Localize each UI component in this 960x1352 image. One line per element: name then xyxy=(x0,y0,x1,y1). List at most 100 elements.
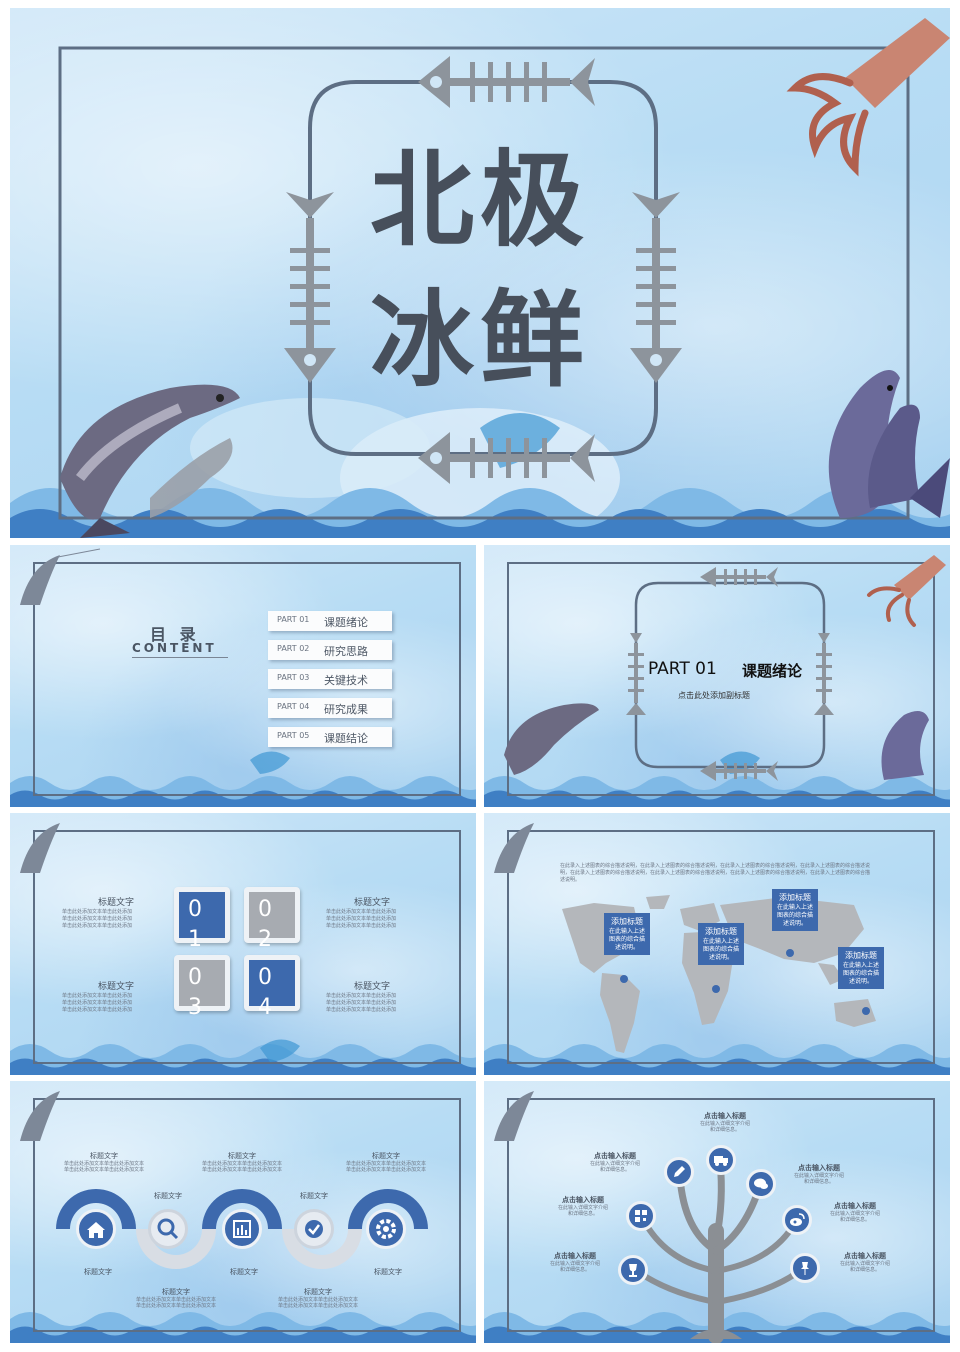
chat-icon xyxy=(746,1169,776,1199)
qr-code-icon xyxy=(626,1201,656,1231)
process-bottom-title: 标题文字 xyxy=(162,1288,190,1296)
process-bottom-title: 标题文字 xyxy=(304,1288,332,1296)
tree-node-title: 点击输入标题 xyxy=(562,1196,604,1204)
bubble-text: 在此输入上述 图表的综合描 述说明。 xyxy=(842,962,879,985)
toc-slide[interactable]: 目 录 CONTENT PART 01 课题绪论 PART 02 研究思路 PA… xyxy=(10,545,476,807)
map-slide[interactable]: 在此录入上述图表的综合描述说明，在此录入上述图表的综合描述说明，在此录入上述图表… xyxy=(484,813,950,1075)
grid-label-title: 标题文字 xyxy=(353,898,390,908)
tree-node-title: 点击输入标题 xyxy=(594,1152,636,1160)
section-decoration xyxy=(484,555,950,807)
bar-chart-icon xyxy=(222,1209,262,1249)
grid-tile-04[interactable]: 0 4 xyxy=(244,955,300,1020)
cover-slide[interactable]: 北极 冰鲜 xyxy=(10,8,950,538)
grid-decoration xyxy=(10,823,476,1075)
process-mid-title: 标题文字 xyxy=(154,1192,182,1200)
process-top-text: 单击此处添加文本单击此处添加文本 单击此处添加文本单击此处添加文本 xyxy=(201,1161,282,1173)
gear-icon xyxy=(366,1209,406,1249)
bubble-title: 添加标题 xyxy=(845,951,877,960)
tree-node-text: 在此输入详细文字介绍 和详细信息。 xyxy=(829,1211,880,1223)
toc-item-02[interactable]: PART 02 研究思路 xyxy=(268,640,392,660)
tree-node-title: 点击输入标题 xyxy=(798,1164,840,1172)
tree-slide[interactable]: 点击输入标题 在此输入详细文字介绍 和详细信息。 点击输入标题 在此输入详细文字… xyxy=(484,1081,950,1343)
grid-label-title: 标题文字 xyxy=(97,982,134,992)
tree-node-4: 点击输入标题 在此输入详细文字介绍 和详细信息。 xyxy=(538,1195,628,1217)
grid-slide[interactable]: 标题文字 单击此处添加文本单击此处添加 单击此处添加文本单击此处添加 单击此处添… xyxy=(10,813,476,1075)
process-slide[interactable]: 标题文字 单击此处添加文本单击此处添加文本 单击此处添加文本单击此处添加文本 标… xyxy=(10,1081,476,1343)
process-decoration xyxy=(10,1091,476,1343)
grid-label-text: 单击此处添加文本单击此处添加 单击此处添加文本单击此处添加 单击此处添加文本单击… xyxy=(326,993,397,1013)
tile-number: 0 4 xyxy=(258,965,272,1020)
home-icon xyxy=(76,1209,116,1249)
map-bubble-3[interactable]: 添加标题 在此输入上述 图表的综合描 述说明。 xyxy=(772,889,818,931)
cover-title-line1: 北极 xyxy=(369,139,590,261)
process-low-title: 标题文字 xyxy=(374,1268,402,1276)
toc-item-04[interactable]: PART 04 研究成果 xyxy=(268,698,392,718)
tree-node-6: 点击输入标题 在此输入详细文字介绍 和详细信息。 xyxy=(530,1251,620,1273)
carp-illustration-icon xyxy=(828,370,950,518)
salmon-illustration-icon xyxy=(60,384,240,538)
tree-node-title: 点击输入标题 xyxy=(844,1252,886,1260)
fishbone-bottom-icon xyxy=(418,432,595,484)
process-top-item-2: 标题文字 单击此处添加文本单击此处添加文本 单击此处添加文本单击此处添加文本 xyxy=(194,1151,290,1173)
tree-node-text: 在此输入详细文字介绍 和详细信息。 xyxy=(699,1121,750,1133)
toc-item-01[interactable]: PART 01 课题绪论 xyxy=(268,611,392,631)
map-bubble-4[interactable]: 添加标题 在此输入上述 图表的综合描 述说明。 xyxy=(838,947,884,989)
tree-node-title: 点击输入标题 xyxy=(834,1202,876,1210)
process-top-title: 标题文字 xyxy=(90,1152,118,1160)
process-top-text: 单击此处添加文本单击此处添加文本 单击此处添加文本单击此处添加文本 xyxy=(63,1161,144,1173)
tree-node-5: 点击输入标题 在此输入详细文字介绍 和详细信息。 xyxy=(810,1201,900,1223)
toc-item-part: PART 05 xyxy=(277,731,310,740)
process-bottom-text: 单击此处添加文本单击此处添加文本 单击此处添加文本单击此处添加文本 xyxy=(277,1297,358,1309)
toc-item-part: PART 01 xyxy=(277,615,310,624)
toc-heading-en: CONTENT xyxy=(132,641,217,655)
truck-icon xyxy=(706,1145,736,1175)
grid-tile-02[interactable]: 0 2 xyxy=(244,887,300,952)
toc-item-title: 关键技术 xyxy=(324,674,368,687)
tree-node-2: 点击输入标题 在此输入详细文字介绍 和详细信息。 xyxy=(570,1151,660,1173)
process-bottom-item-2: 标题文字 单击此处添加文本单击此处添加文本 单击此处添加文本单击此处添加文本 xyxy=(268,1287,368,1309)
map-bubble-2[interactable]: 添加标题 在此输入上述 图表的综合描 述说明。 xyxy=(698,923,744,965)
tree-node-title: 点击输入标题 xyxy=(704,1112,746,1120)
section-slide[interactable]: PART 01 课题绪论 点击此处添加副标题 xyxy=(484,545,950,807)
tree-node-text: 在此输入详细文字介绍 和详细信息。 xyxy=(589,1161,640,1173)
fishbone-left-icon xyxy=(284,192,336,383)
cover-decoration xyxy=(10,46,950,538)
search-icon xyxy=(148,1209,188,1249)
section-title: 课题绪论 xyxy=(742,662,803,680)
map-intro-text: 在此录入上述图表的综合描述说明，在此录入上述图表的综合描述说明，在此录入上述图表… xyxy=(560,863,871,883)
edit-pencil-icon xyxy=(664,1157,694,1187)
tree-node-text: 在此输入详细文字介绍 和详细信息。 xyxy=(793,1173,844,1185)
grid-label-text: 单击此处添加文本单击此处添加 单击此处添加文本单击此处添加 单击此处添加文本单击… xyxy=(62,909,133,929)
fishbone-top-icon xyxy=(418,56,595,108)
tree-node-text: 在此输入详细文字介绍 和详细信息。 xyxy=(549,1261,600,1273)
grid-label-text: 单击此处添加文本单击此处添加 单击此处添加文本单击此处添加 单击此处添加文本单击… xyxy=(326,909,397,929)
cover-title-line2: 冰鲜 xyxy=(369,279,590,401)
toc-item-part: PART 02 xyxy=(277,644,310,653)
bubble-title: 添加标题 xyxy=(611,917,643,926)
bubble-text: 在此输入上述 图表的综合描 述说明。 xyxy=(702,938,739,961)
squid-illustration-icon xyxy=(786,18,950,177)
toc-item-title: 课题结论 xyxy=(324,732,368,745)
bubble-title: 添加标题 xyxy=(705,927,737,936)
toc-decoration xyxy=(10,548,476,807)
tree-node-title: 点击输入标题 xyxy=(554,1252,596,1260)
bubble-title: 添加标题 xyxy=(779,893,811,902)
toc-item-03[interactable]: PART 03 关键技术 xyxy=(268,669,392,689)
toc-heading: 目 录 xyxy=(150,625,200,644)
check-icon xyxy=(294,1209,334,1249)
process-low-title: 标题文字 xyxy=(84,1268,112,1276)
map-bubble-1[interactable]: 添加标题 在此输入上述 图表的综合描 述说明。 xyxy=(604,913,650,955)
bubble-text: 在此输入上述 图表的综合描 述说明。 xyxy=(776,904,813,927)
grid-tile-01[interactable]: 0 1 xyxy=(174,887,230,952)
weibo-icon xyxy=(782,1205,812,1235)
tree-node-3: 点击输入标题 在此输入详细文字介绍 和详细信息。 xyxy=(774,1163,864,1185)
process-top-title: 标题文字 xyxy=(372,1152,400,1160)
trophy-icon xyxy=(618,1255,648,1285)
grid-label-text: 单击此处添加文本单击此处添加 单击此处添加文本单击此处添加 单击此处添加文本单击… xyxy=(62,993,133,1013)
tree-node-text: 在此输入详细文字介绍 和详细信息。 xyxy=(557,1205,608,1217)
toc-item-05[interactable]: PART 05 课题结论 xyxy=(268,727,392,747)
process-low-title: 标题文字 xyxy=(230,1268,258,1276)
grid-tile-03[interactable]: 0 3 xyxy=(174,955,230,1020)
toc-item-title: 研究思路 xyxy=(324,645,368,658)
grid-label-title: 标题文字 xyxy=(353,982,390,992)
